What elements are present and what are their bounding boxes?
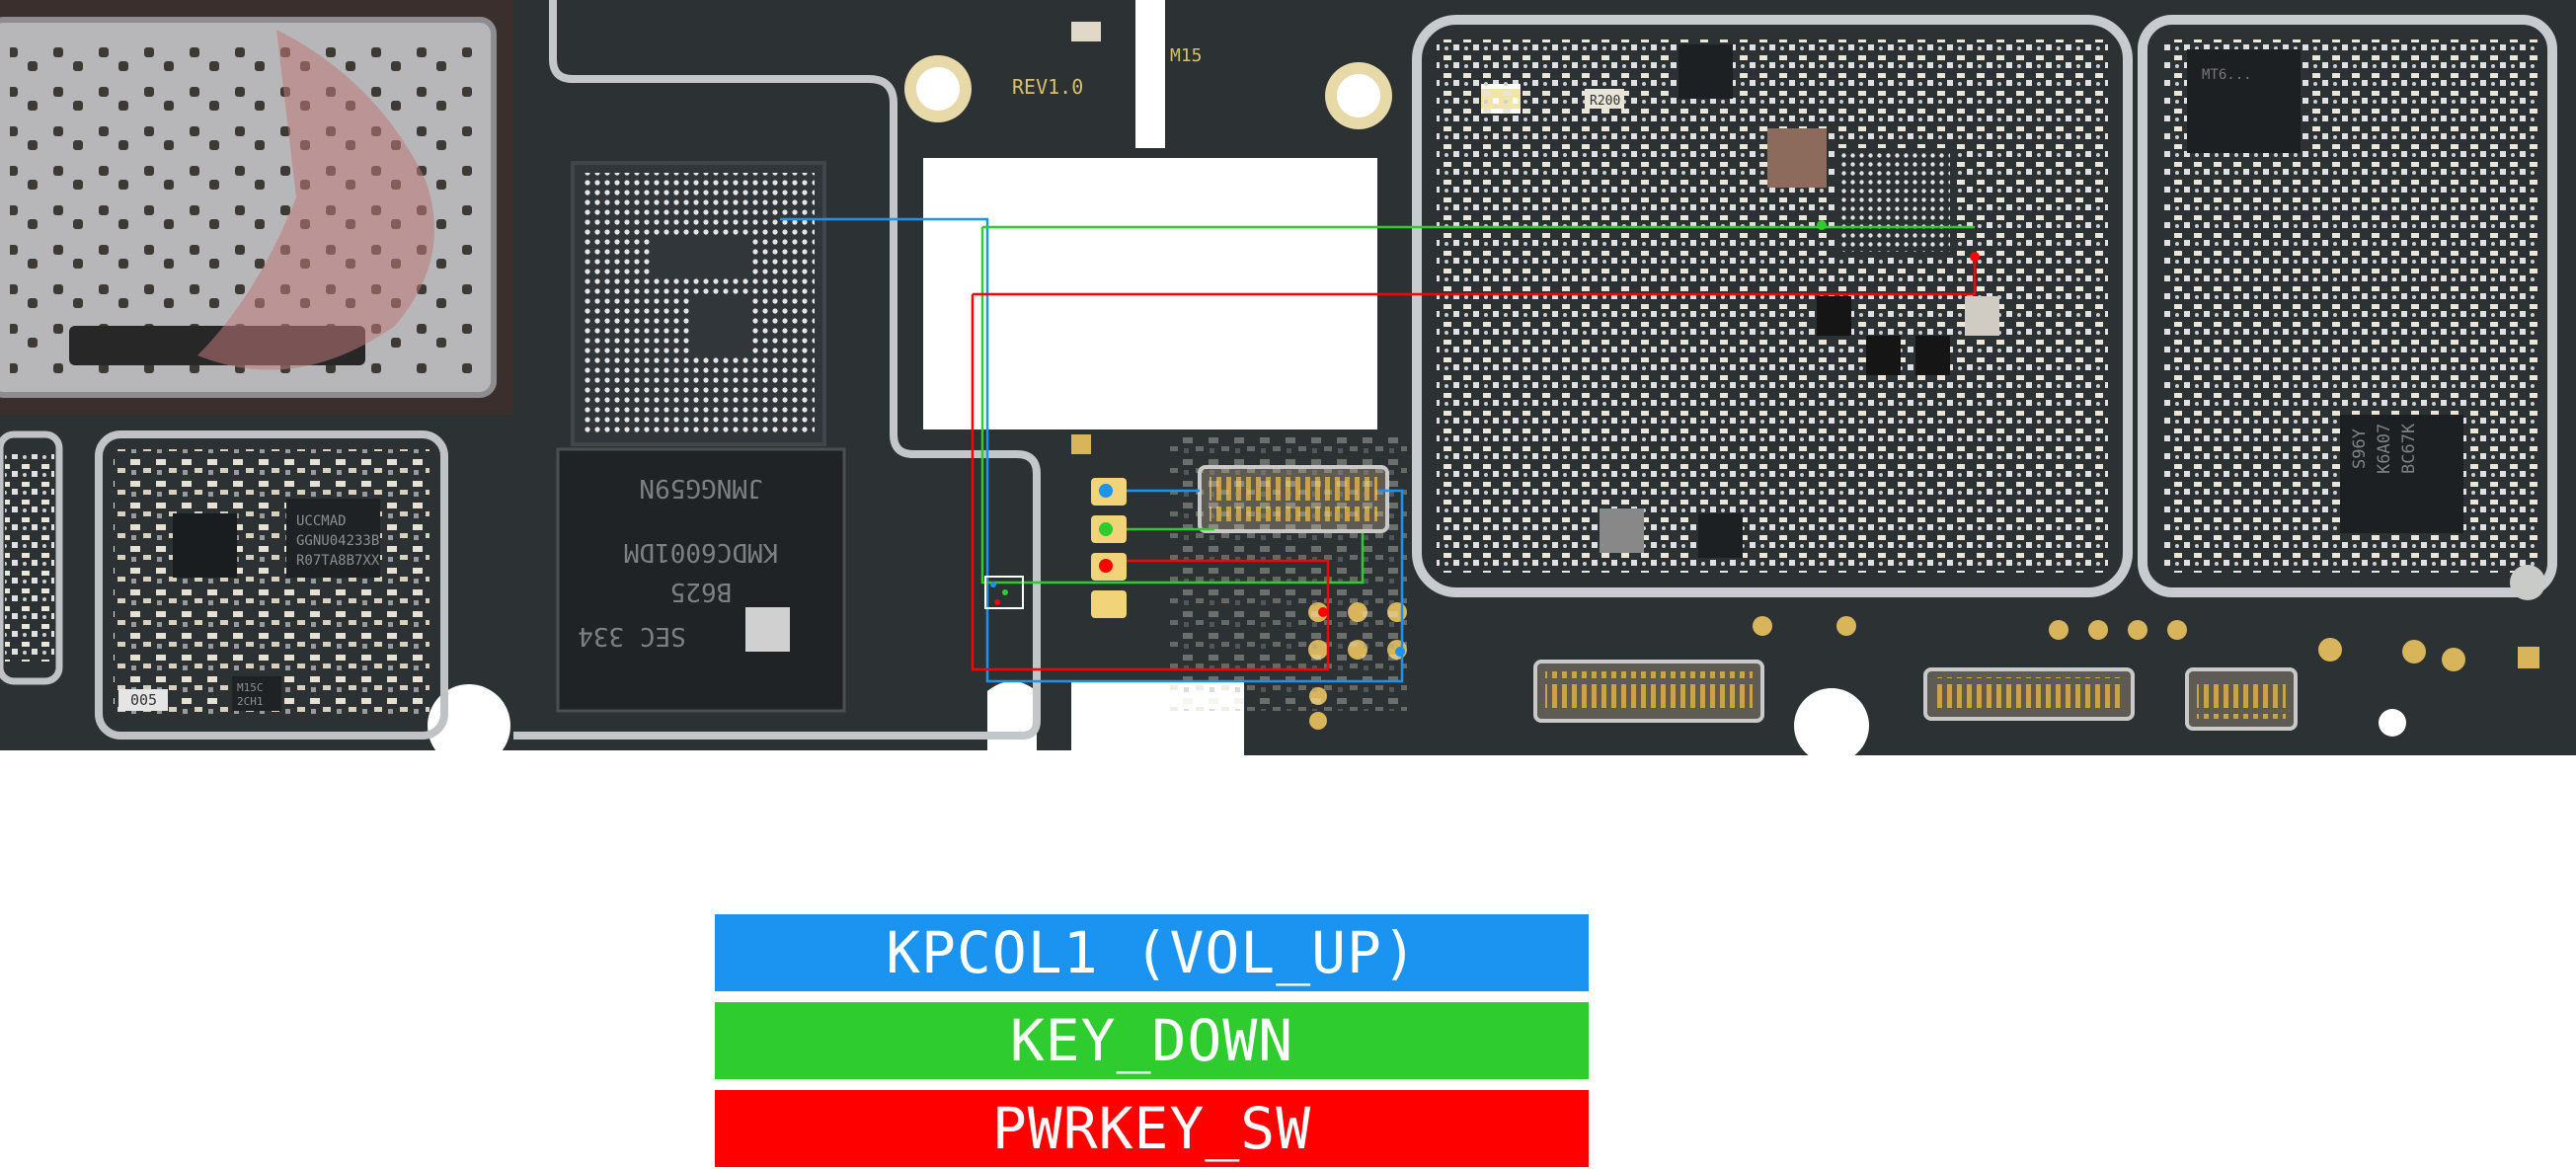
mem-top-text: JMNGG59N bbox=[639, 473, 762, 503]
trace-kpcol1 bbox=[780, 217, 1404, 683]
legend-kpcol1: KPCOL1 (VOL_UP) bbox=[715, 914, 1589, 991]
legend-key-down: KEY_DOWN bbox=[715, 1002, 1589, 1079]
mem-line-3: SEC 334 bbox=[578, 621, 686, 651]
trace-endpoints bbox=[984, 220, 1980, 657]
sim-tray-shield bbox=[0, 0, 513, 415]
m15c-text: M15C bbox=[237, 681, 264, 694]
pmic-line-1: UCCMAD bbox=[296, 513, 347, 529]
pmic-line-3: R07TA8B7XX bbox=[296, 553, 380, 569]
r200-text: R200 bbox=[1590, 94, 1620, 109]
btb-connector-bottom-3 bbox=[2185, 667, 2298, 731]
rev-text: REV1.0 bbox=[1012, 75, 1083, 99]
pmic-area: UCCMAD GGNU04233B R07TA8B7XX 005 M15C 2C… bbox=[95, 430, 448, 740]
trace-key-down bbox=[980, 225, 1975, 585]
pcb-board-photo: JMNGG59N KMDC6001DM B625 SEC 334 UCCMAD … bbox=[0, 0, 2576, 755]
ic-right-1: S96Y bbox=[2350, 429, 2370, 469]
two-ch-text: 2CH1 bbox=[237, 695, 264, 708]
trace-pwrkey bbox=[971, 259, 1977, 671]
btb-connector-bottom-1 bbox=[1533, 660, 1764, 723]
ic-top-right: MT6... bbox=[2202, 67, 2252, 83]
m15-text: M15 bbox=[1170, 45, 1203, 66]
ic-right-3: BC67K bbox=[2399, 423, 2419, 474]
code-005: 005 bbox=[130, 691, 157, 709]
legend-pwrkey-sw: PWRKEY_SW bbox=[715, 1090, 1589, 1167]
mem-line-1: KMDC6001DM bbox=[624, 537, 779, 567]
mem-line-2: B625 bbox=[670, 577, 733, 606]
modem-shield: MT6... S96Y K6A07 BC67K bbox=[2138, 15, 2557, 597]
memory-chip: JMNGG59N KMDC6001DM B625 SEC 334 bbox=[556, 447, 846, 713]
pmic-line-2: GGNU04233B bbox=[296, 533, 379, 549]
btb-connector-bottom-2 bbox=[1923, 667, 2135, 721]
ic-right-2: K6A07 bbox=[2375, 424, 2394, 474]
soc-bga bbox=[571, 161, 826, 446]
rf-shield: R200 bbox=[1412, 15, 2133, 597]
